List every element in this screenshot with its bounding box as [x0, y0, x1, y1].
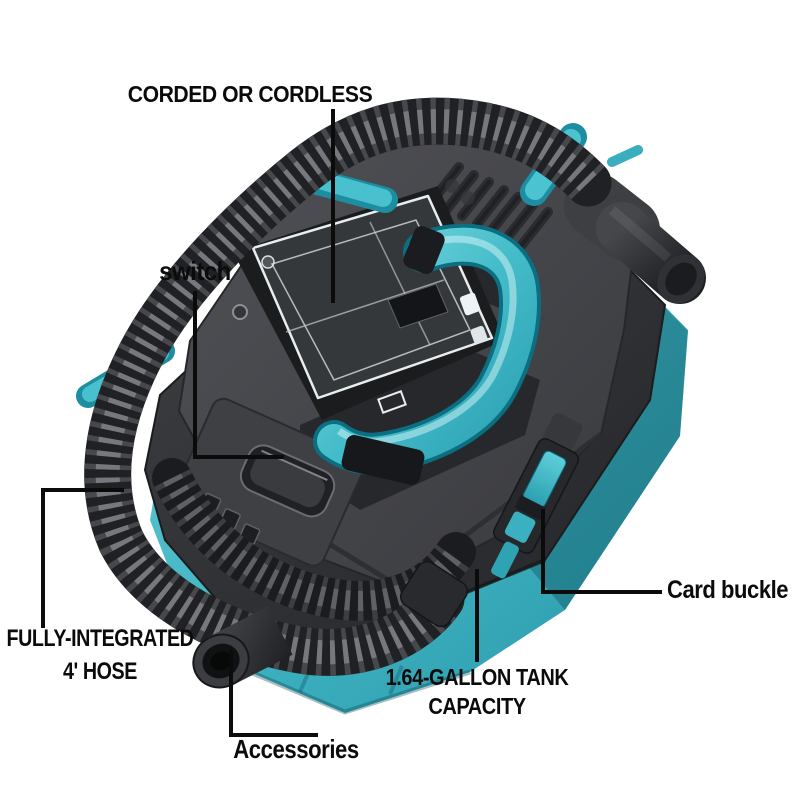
callout-label-tank: 1.64-GALLON TANK CAPACITY [386, 663, 569, 721]
card-buckle-part [491, 413, 583, 579]
callout-label-accessories: Accessories [233, 734, 359, 764]
hose [84, 97, 612, 676]
hose-cuff [399, 560, 469, 628]
switch-rocker [239, 444, 336, 518]
callout-label-hose-line1: FULLY-INTEGRATED [6, 625, 194, 652]
callout-lines [41, 109, 662, 737]
callout-label-corded: CORDED OR CORDLESS [127, 81, 373, 107]
callout-label-tank-line2: CAPACITY [428, 693, 526, 719]
top-nozzle [564, 173, 706, 304]
callout-line-accessories [229, 649, 318, 737]
screw [232, 304, 248, 320]
callout-line-card-buckle [541, 509, 662, 594]
callout-label-hose: FULLY-INTEGRATED 4' HOSE [7, 622, 194, 688]
callout-line-hose [41, 488, 124, 628]
callout-label-switch: switch [159, 256, 231, 286]
callout-label-hose-line2: 4' HOSE [62, 658, 137, 685]
callout-label-card-buckle: Card buckle [667, 576, 789, 604]
callout-label-tank-line1: 1.64-GALLON TANK [385, 664, 569, 690]
callout-line-switch [193, 291, 284, 459]
carry-handle [313, 223, 541, 485]
